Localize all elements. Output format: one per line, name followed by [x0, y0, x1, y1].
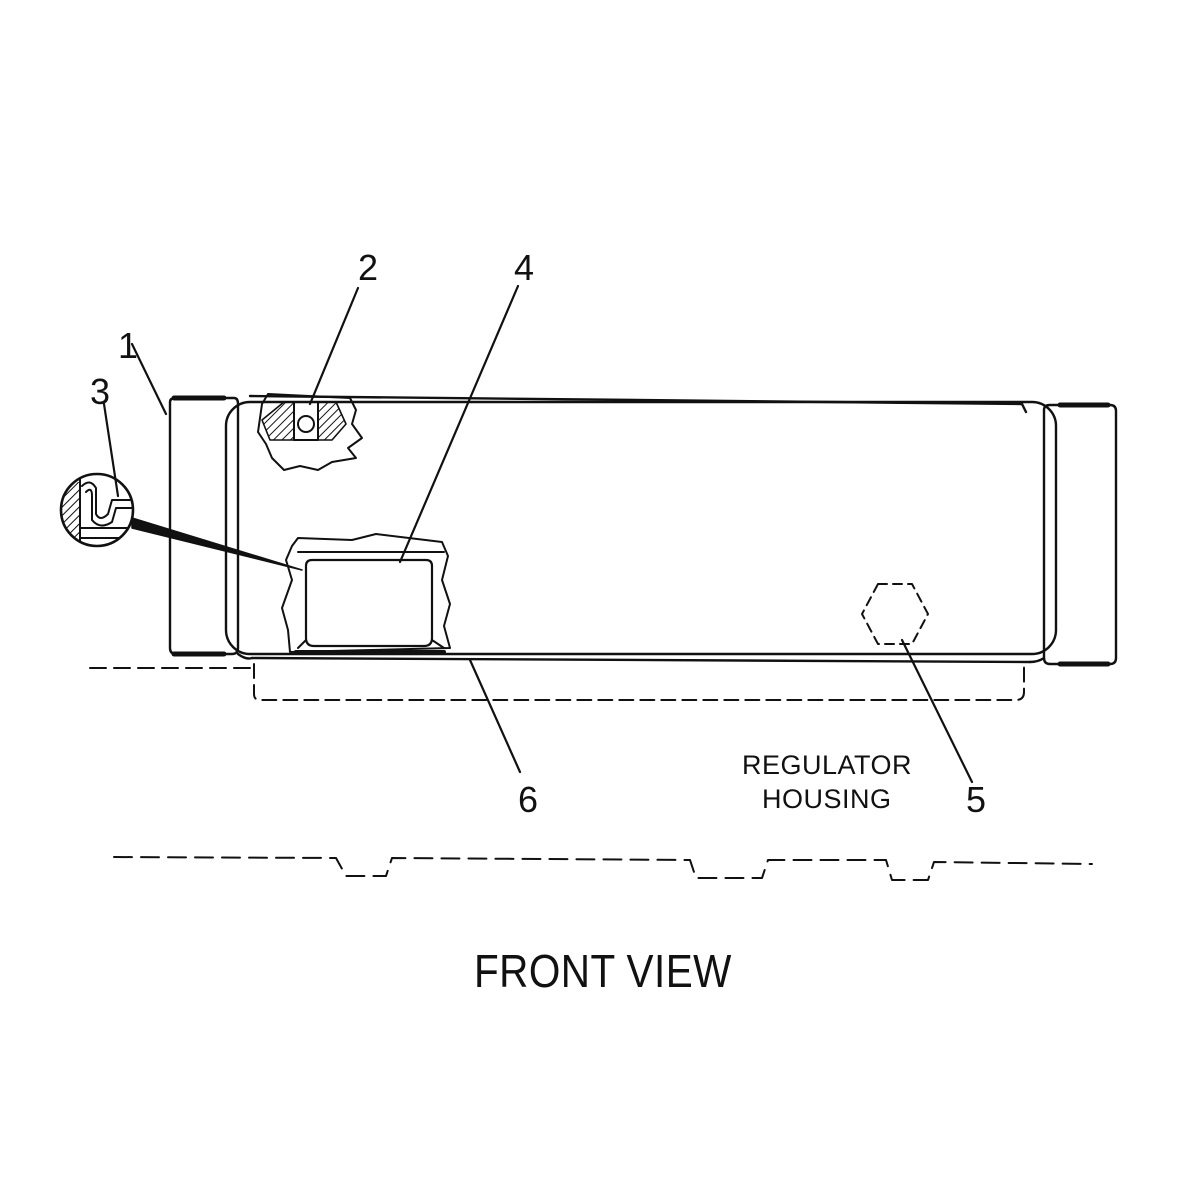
callout-2: 2 [358, 247, 379, 288]
regulator-label-line1: REGULATOR [742, 750, 913, 780]
leader-6 [468, 658, 522, 774]
port-cutaway [281, 533, 451, 654]
view-caption: FRONT VIEW [474, 945, 732, 997]
bolt-cutaway [257, 393, 363, 471]
hidden-hex-nut [861, 583, 929, 645]
callout-5: 5 [966, 779, 987, 820]
lower-flange-plate [253, 663, 1025, 701]
leader-5 [900, 638, 974, 784]
callout-3: 3 [90, 371, 111, 412]
regulator-label-line2: HOUSING [762, 784, 892, 814]
left-end-cap [168, 396, 240, 656]
main-housing [224, 400, 1058, 656]
leader-1 [130, 342, 168, 416]
callout-4: 4 [514, 247, 535, 288]
right-end-cap [1042, 403, 1118, 666]
reference-dashed-line [113, 856, 1093, 881]
callout-1: 1 [118, 325, 139, 366]
leader-2 [308, 286, 360, 406]
leader-3 [102, 402, 120, 498]
seal-detail-magnifier [59, 472, 303, 571]
leader-4 [398, 284, 520, 564]
callout-6: 6 [518, 779, 539, 820]
